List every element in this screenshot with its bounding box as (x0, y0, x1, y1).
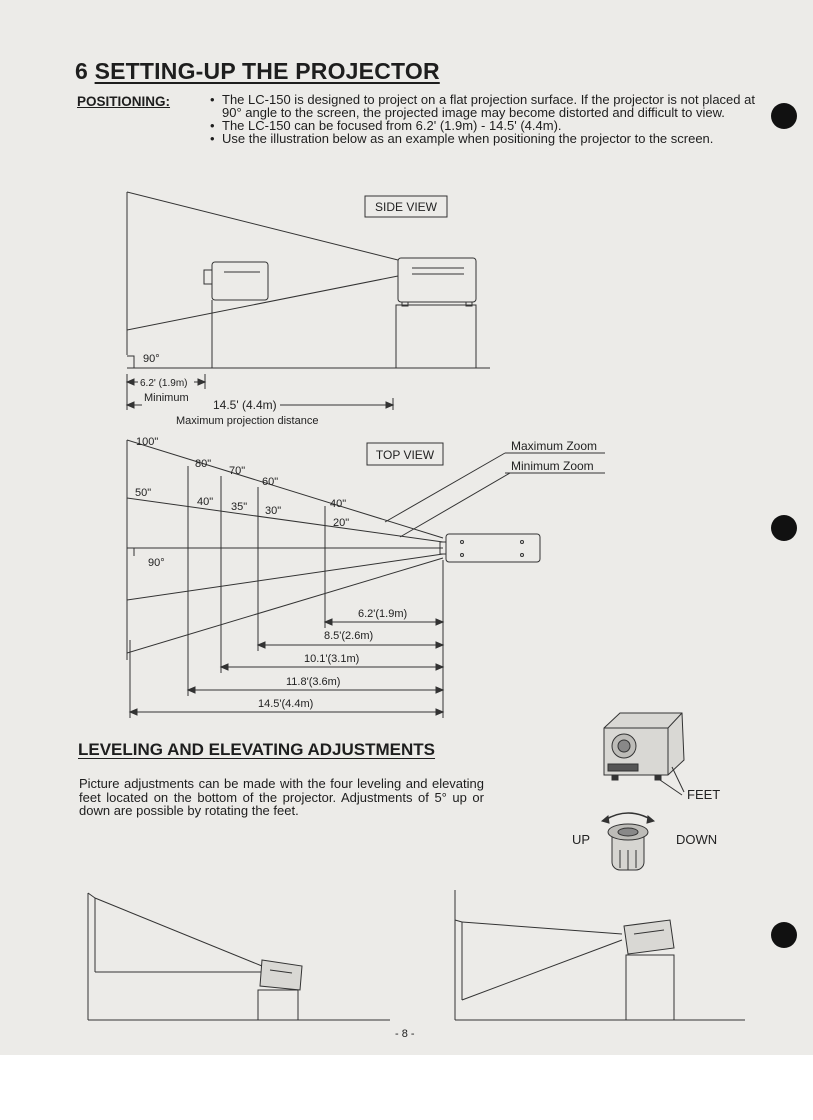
distance-label: 6.2'(1.9m) (358, 608, 407, 620)
side-angle-label: 90° (143, 353, 160, 365)
foot-adjuster-icon (600, 812, 656, 871)
bullet-item: •Use the illustration below as an exampl… (210, 131, 714, 146)
min-zoom-label: Minimum Zoom (511, 459, 594, 473)
size-label: 40" (330, 498, 346, 510)
projector-raised-icon (623, 919, 675, 955)
size-label: 40" (197, 496, 213, 508)
projector-top-icon (439, 533, 541, 563)
down-label: DOWN (676, 832, 717, 847)
min-distance-label: 6.2' (1.9m) (140, 378, 187, 389)
max-zoom-label: Maximum Zoom (511, 439, 597, 453)
max-distance-label: 14.5' (4.4m) (213, 398, 277, 412)
distance-label: 8.5'(2.6m) (324, 630, 373, 642)
size-label: 50" (135, 487, 151, 499)
feet-illustration: FEET UP DOWN (572, 712, 720, 871)
section-number: 6 (75, 58, 88, 84)
tilt-down-diagram (87, 892, 390, 1021)
size-label: 80" (195, 458, 211, 470)
top-view-diagram: TOP VIEW Maximum Zoom Minimum Zoom 100" … (126, 436, 605, 718)
projector-front-icon (603, 712, 685, 796)
bullet-item: •The LC-150 can be focused from 6.2' (1.… (210, 118, 562, 133)
tilt-up-diagram (454, 890, 745, 1021)
projector-side-icon-small (203, 261, 269, 301)
feet-label: FEET (687, 787, 720, 802)
top-angle-label: 90° (148, 557, 165, 569)
top-view-label-box (366, 442, 444, 466)
distance-label: 14.5'(4.4m) (258, 698, 313, 710)
side-view-diagram: SIDE VIEW 90° 6.2' (1.9m) Minimum 14.5' … (125, 191, 490, 427)
section-title: 6 SETTING-UP THE PROJECTOR (75, 58, 440, 85)
projector-side-icon-large (397, 257, 477, 307)
manual-page (0, 0, 813, 1055)
bullet-item: •The LC-150 is designed to project on a … (210, 92, 755, 120)
distance-label: 11.8'(3.6m) (286, 676, 340, 688)
leveling-text: Picture adjustments can be made with the… (79, 776, 484, 818)
binder-hole-icon (771, 515, 797, 541)
size-label: 20" (333, 517, 349, 529)
distance-dimension-lines (128, 560, 445, 718)
side-view-label: SIDE VIEW (375, 200, 438, 214)
size-label: 35" (231, 501, 247, 513)
binder-hole-icon (771, 103, 797, 129)
positioning-bullets: •The LC-150 is designed to project on a … (210, 93, 755, 145)
side-view-label-box (364, 195, 448, 218)
size-label: 30" (265, 505, 281, 517)
distance-label: 10.1'(3.1m) (304, 653, 359, 665)
minimum-label: Minimum (144, 392, 189, 404)
page-number: - 8 - (395, 1028, 415, 1040)
positioning-label: POSITIONING: (77, 94, 171, 109)
top-view-label: TOP VIEW (376, 448, 435, 462)
size-label: 60" (262, 476, 278, 488)
max-caption: Maximum projection distance (176, 415, 318, 427)
binder-hole-icon (771, 922, 797, 948)
up-label: UP (572, 832, 590, 847)
leveling-heading: LEVELING AND ELEVATING ADJUSTMENTS (78, 740, 436, 759)
projector-tilted-icon (259, 959, 303, 991)
size-label: 70" (229, 465, 245, 477)
section-title-text: SETTING-UP THE PROJECTOR (94, 58, 440, 84)
size-label: 100" (136, 436, 158, 448)
